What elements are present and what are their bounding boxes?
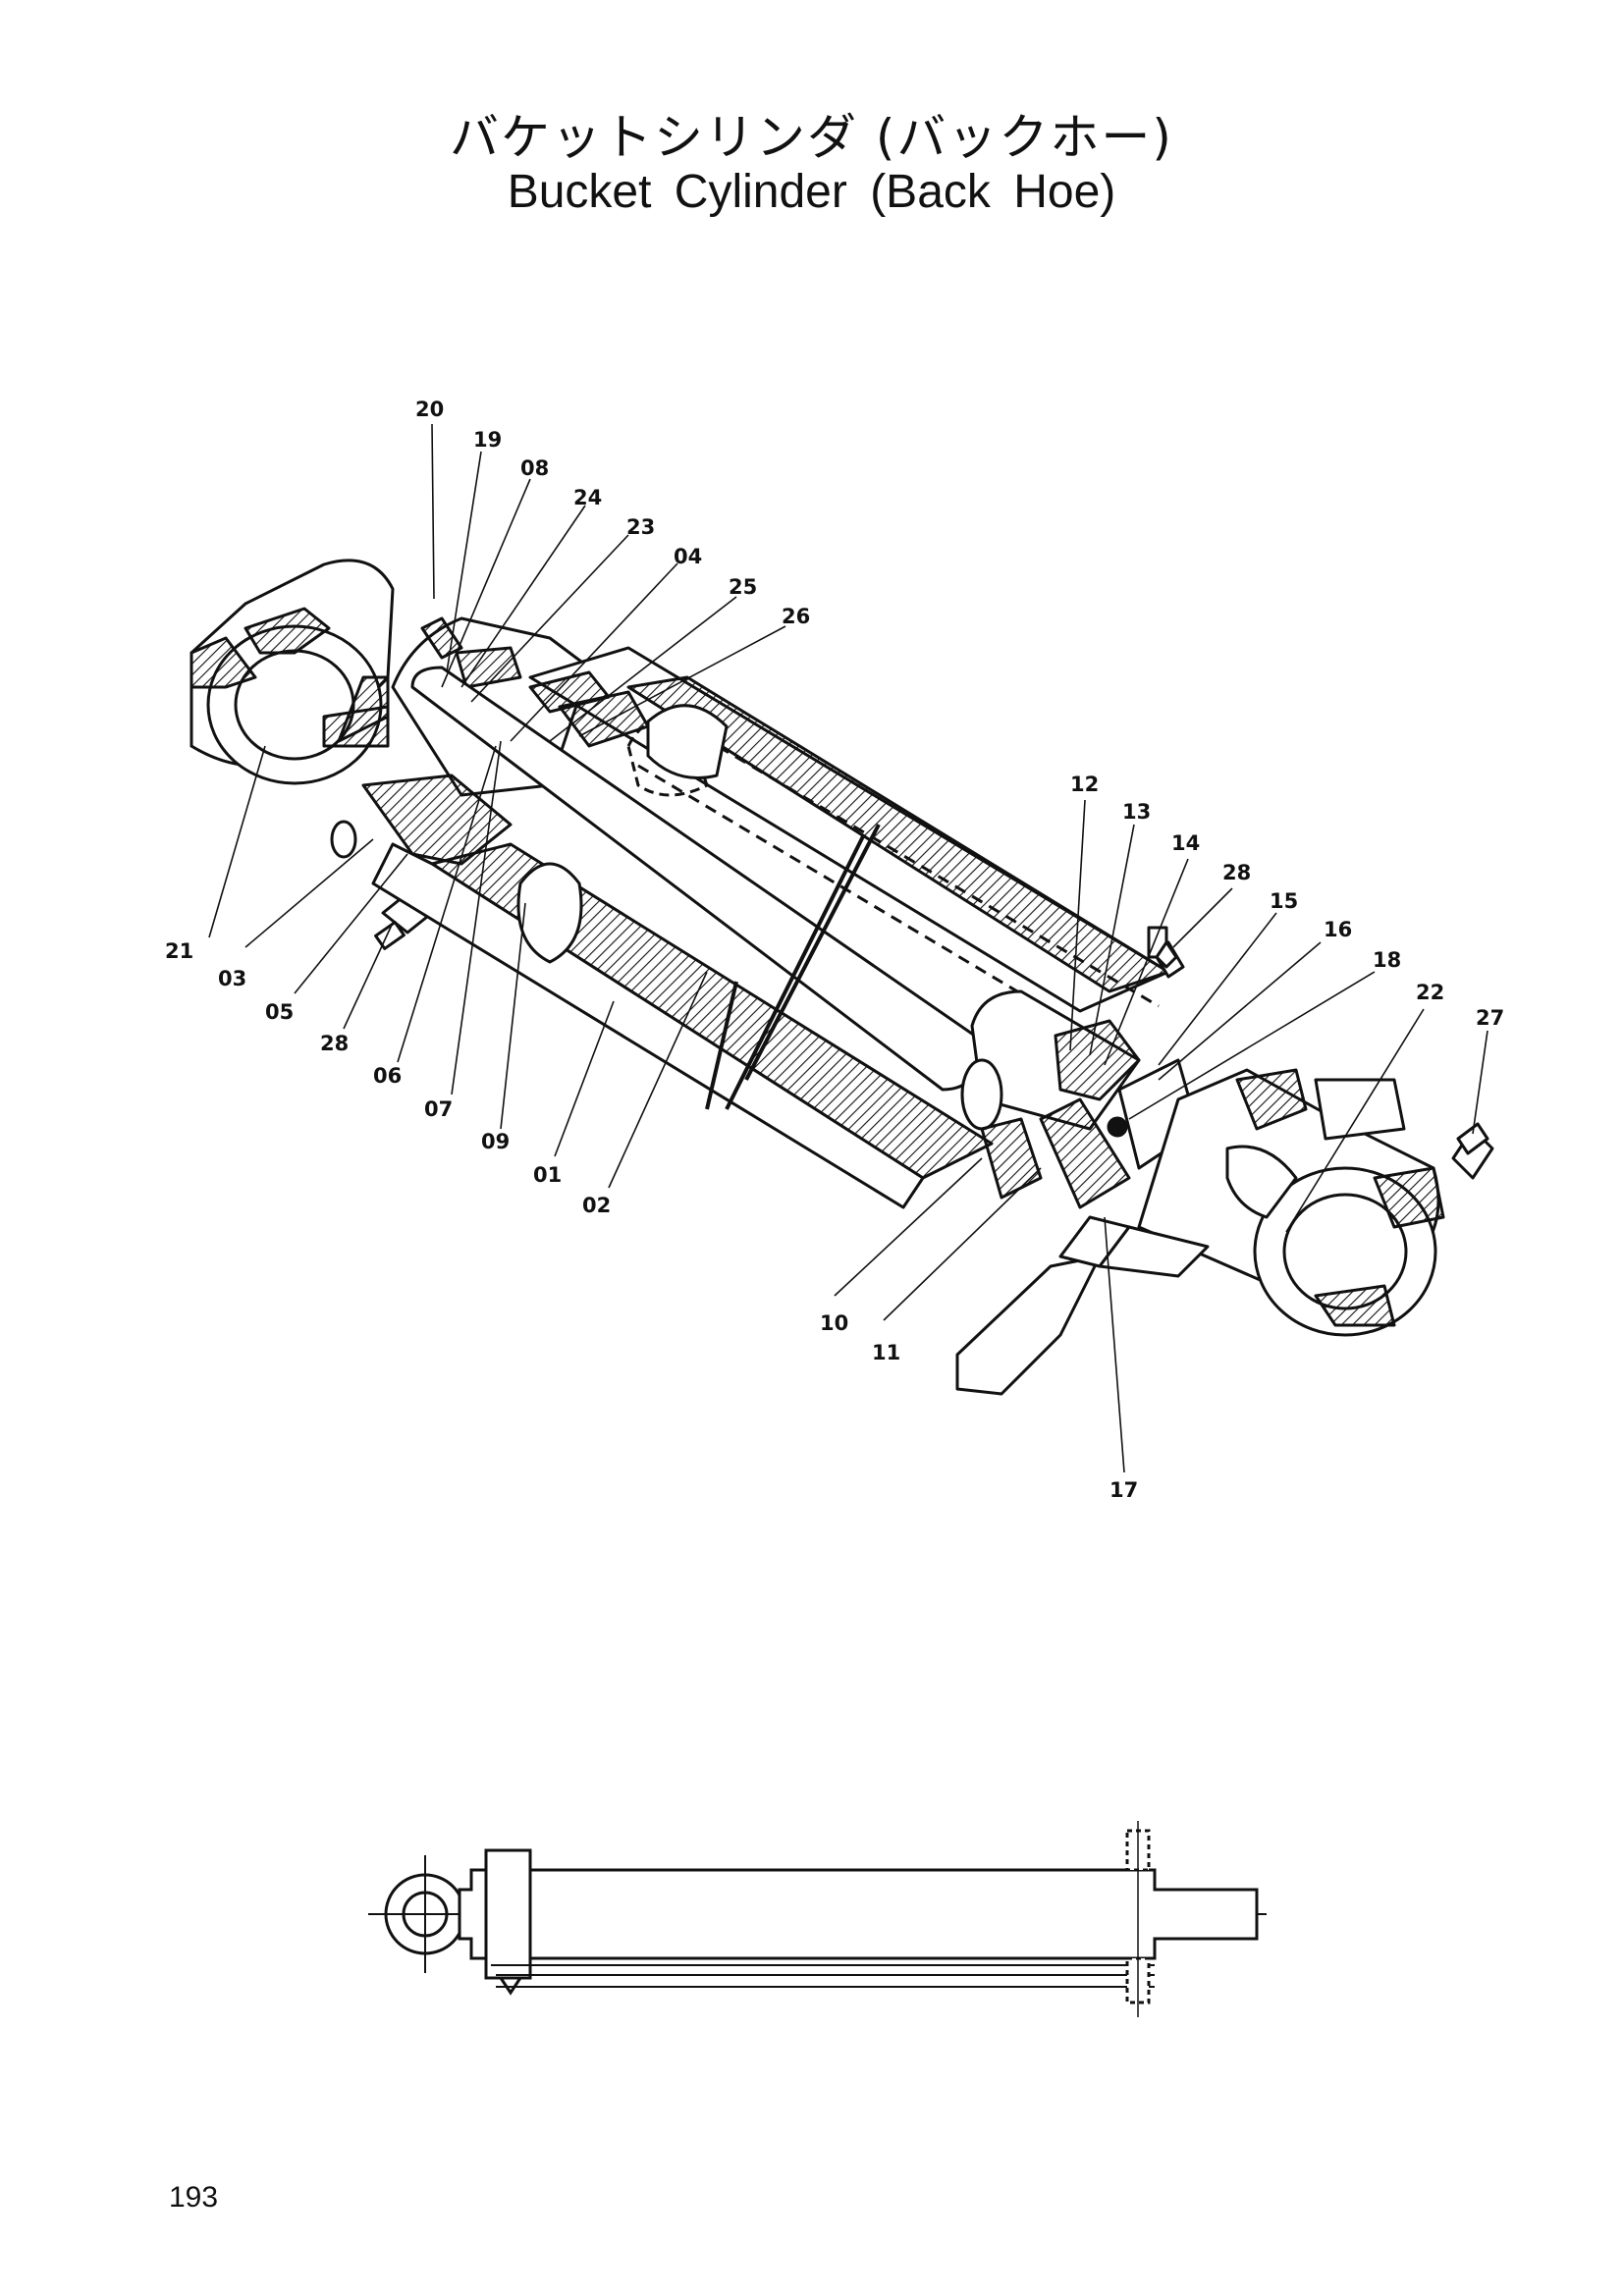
leader-lines	[208, 423, 1488, 1473]
part-label: 18	[1373, 948, 1401, 972]
right-clevis	[1137, 1068, 1494, 1337]
part-label: 01	[533, 1163, 562, 1187]
part-label: 20	[415, 398, 444, 421]
part-label: 07	[424, 1097, 453, 1121]
part-label: 24	[573, 486, 602, 509]
part-labels: 20 19 08 24 23 04 25 26 21 03 05 28 06 0…	[165, 398, 1504, 1502]
part-label: 12	[1070, 773, 1099, 796]
side-view-drawing	[368, 1821, 1267, 2017]
part-label: 22	[1416, 981, 1444, 1004]
left-clevis	[189, 559, 395, 785]
page-number: 193	[169, 2181, 219, 2214]
part-label: 26	[782, 605, 810, 628]
part-label: 11	[872, 1341, 900, 1364]
base-bracket	[955, 1215, 1210, 1396]
part-label: 03	[218, 967, 246, 990]
part-label: 16	[1324, 918, 1352, 941]
part-label: 28	[320, 1032, 349, 1055]
part-label: 08	[520, 456, 549, 480]
part-label: 23	[626, 515, 655, 539]
part-label: 09	[481, 1130, 510, 1153]
part-label: 02	[582, 1194, 611, 1217]
part-label: 27	[1476, 1006, 1504, 1030]
part-label: 05	[265, 1000, 294, 1024]
cylinder-tube-lower	[371, 666, 994, 1209]
part-label: 10	[820, 1311, 848, 1335]
part-label: 17	[1109, 1478, 1138, 1502]
part-label: 25	[729, 575, 757, 599]
grease-nipples	[1155, 940, 1489, 1155]
part-label: 06	[373, 1064, 402, 1088]
part-label: 13	[1122, 800, 1151, 824]
part-label: 19	[473, 428, 502, 452]
part-label: 15	[1270, 889, 1298, 913]
title-japanese: バケットシリンダ (バックホー)	[450, 109, 1173, 166]
part-label: 14	[1171, 831, 1200, 855]
part-label: 04	[674, 545, 702, 568]
cylinder-tube-upper	[528, 646, 1170, 1042]
part-label: 21	[165, 939, 193, 963]
part-label: 28	[1222, 861, 1251, 884]
title-english: Bucket Cylinder (Back Hoe)	[507, 166, 1116, 218]
